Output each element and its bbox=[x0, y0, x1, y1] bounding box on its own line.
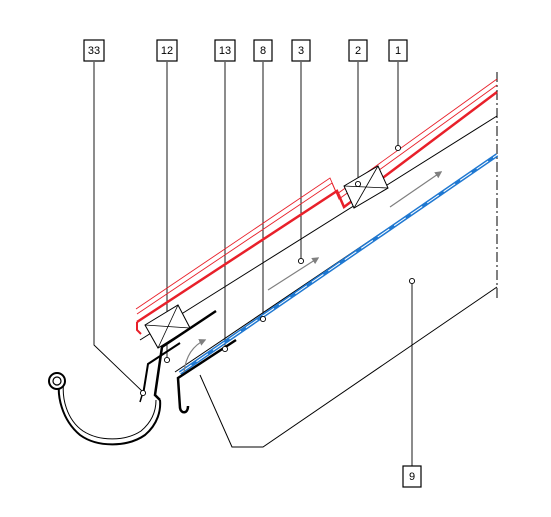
callout-1-text: 1 bbox=[395, 45, 401, 57]
point-33 bbox=[139, 389, 147, 397]
callout-2-text: 2 bbox=[355, 45, 361, 57]
callout-8-text: 8 bbox=[260, 45, 266, 57]
callout-33: 33 bbox=[83, 39, 105, 62]
callout-1: 1 bbox=[388, 39, 408, 62]
counter-batten-line bbox=[139, 115, 498, 341]
callout-3-text: 3 bbox=[298, 45, 304, 57]
callout-2: 2 bbox=[348, 39, 368, 62]
gutter-inner bbox=[62, 379, 157, 440]
point-8 bbox=[259, 315, 267, 323]
point-13 bbox=[221, 345, 229, 353]
roofing-sheet-inner-2 bbox=[135, 78, 498, 310]
batten-eaves bbox=[144, 304, 191, 349]
airflow-arrow-upper bbox=[389, 171, 443, 208]
point-2 bbox=[354, 180, 362, 188]
roof-structure bbox=[48, 72, 499, 448]
batten-upper bbox=[343, 165, 389, 209]
gutter bbox=[57, 377, 162, 446]
roofing-sheet-outer bbox=[136, 91, 498, 324]
point-12 bbox=[163, 356, 171, 364]
drip-edge bbox=[176, 338, 237, 414]
reference-points bbox=[139, 144, 416, 397]
airflow-arrow-eaves bbox=[183, 339, 207, 373]
callout-3: 3 bbox=[291, 39, 311, 62]
callout-9: 9 bbox=[402, 465, 422, 488]
point-3 bbox=[297, 257, 305, 265]
callout-12-text: 12 bbox=[161, 45, 173, 57]
airflow-arrow-middle bbox=[267, 257, 320, 291]
drip-edge-outer bbox=[142, 342, 181, 396]
leader-lines bbox=[93, 62, 413, 466]
callout-13: 13 bbox=[214, 39, 236, 62]
roofing-sheet-edge bbox=[136, 322, 142, 335]
gutter-bead-inner bbox=[52, 376, 62, 386]
callout-33-text: 33 bbox=[88, 45, 100, 57]
callout-12: 12 bbox=[156, 39, 178, 62]
callout-8: 8 bbox=[253, 39, 273, 62]
leader-33 bbox=[93, 62, 144, 393]
callout-9-text: 9 bbox=[409, 471, 415, 483]
underlay-membrane-dash bbox=[179, 154, 498, 374]
point-1 bbox=[394, 144, 402, 152]
callout-13-text: 13 bbox=[219, 45, 231, 57]
point-9 bbox=[408, 277, 416, 285]
rafter-bottom-line bbox=[199, 286, 498, 448]
eaves-flashing bbox=[153, 309, 217, 401]
